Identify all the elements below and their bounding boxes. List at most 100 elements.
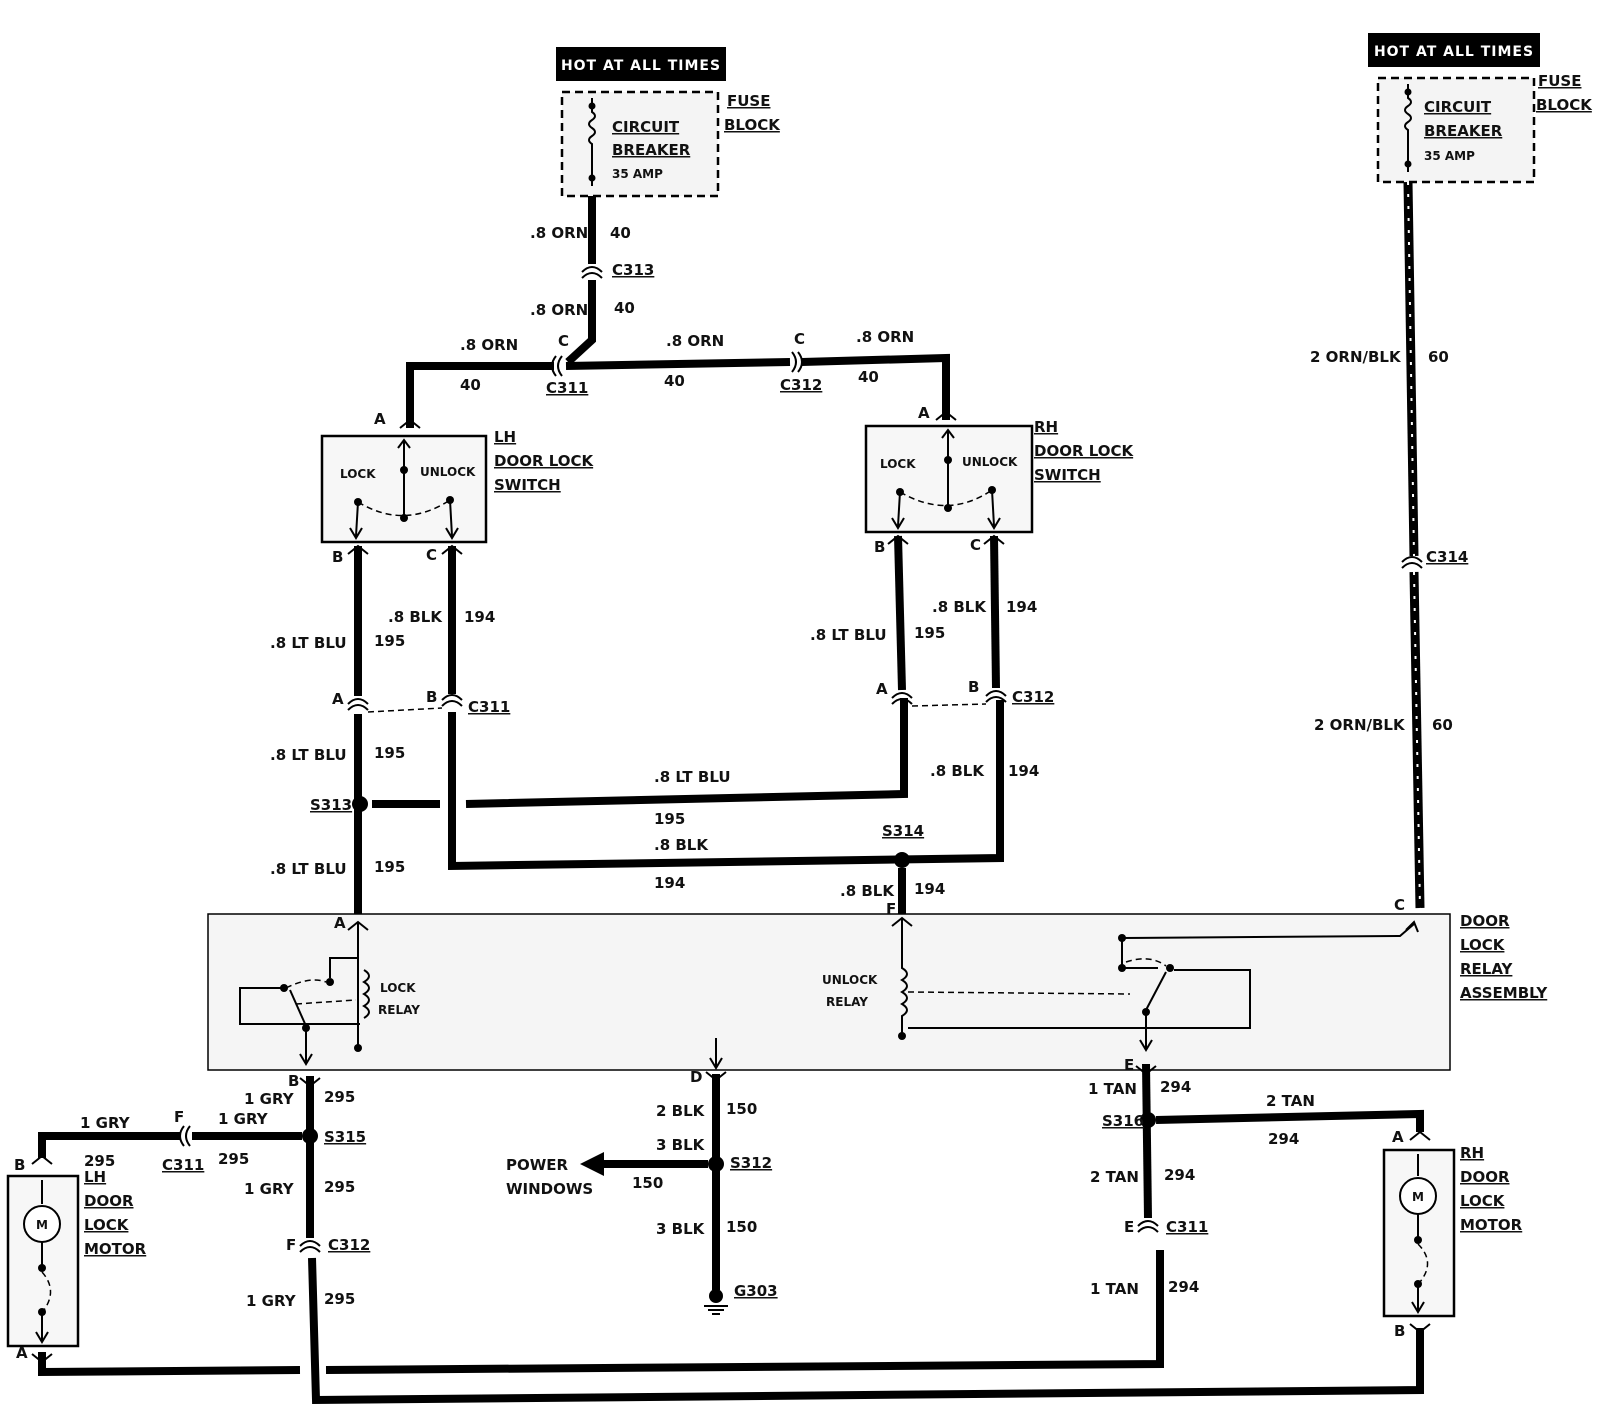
s314-label: S314 [882,822,924,840]
svg-text:DOOR: DOOR [84,1192,134,1210]
c312-low-mark [299,1240,321,1247]
s313-splice [352,796,368,812]
c314-label: C314 [1426,548,1468,566]
c311-low-right-label: C311 [1166,1218,1208,1236]
svg-text:WINDOWS: WINDOWS [506,1180,593,1198]
svg-text:.8 ORN: .8 ORN [856,328,914,346]
rh-door-lock-switch: A LOCK UNLOCK RH DOOR LOCK SWITCH B C [864,404,1135,556]
door-lock-relay-assembly: DOOR LOCK RELAY ASSEMBLY A LOCK RELAY F … [207,900,1548,1071]
svg-text:294: 294 [1164,1166,1195,1184]
svg-text:1 GRY: 1 GRY [246,1292,297,1310]
svg-text:DOOR LOCK: DOOR LOCK [1034,442,1135,460]
svg-text:F: F [886,900,896,918]
c314-connector-mark [1401,556,1423,563]
svg-text:B: B [874,538,885,556]
svg-text:40: 40 [460,376,481,394]
left-hot-badge [556,47,726,81]
svg-text:POWER: POWER [506,1156,569,1174]
left-breaker-element [588,98,596,186]
right-breaker-element [1404,84,1412,172]
svg-text:LH: LH [84,1168,106,1186]
svg-text:B: B [426,688,437,706]
svg-text:LOCK: LOCK [1460,936,1506,954]
svg-text:DOOR LOCK: DOOR LOCK [494,452,595,470]
s315-label: S315 [324,1128,366,1146]
right-breaker-label-2: BREAKER [1424,122,1503,140]
right-breaker-rating: 35 AMP [1424,149,1475,163]
lock-relay-coil [362,969,370,1019]
right-breaker-label-1: CIRCUIT [1424,98,1492,116]
svg-text:.8 ORN: .8 ORN [530,224,588,242]
svg-text:SWITCH: SWITCH [494,476,561,494]
left-fuse-block: HOT AT ALL TIMES CIRCUIT BREAKER 35 AMP … [556,47,781,198]
svg-text:A: A [332,690,344,708]
left-breaker-label-1: CIRCUIT [612,118,680,136]
svg-text:F: F [174,1108,184,1126]
svg-text:RELAY: RELAY [826,995,868,1009]
ground-icon [709,1289,723,1303]
svg-text:195: 195 [654,810,685,828]
rh-lock-label: LOCK [880,457,916,471]
svg-text:B: B [332,548,343,566]
svg-text:.8 BLK: .8 BLK [840,882,895,900]
c311-low-right-mark [1137,1220,1159,1227]
c311-mid-label: C311 [468,698,510,716]
svg-text:1 GRY: 1 GRY [218,1110,269,1128]
svg-text:194: 194 [654,874,685,892]
c312-top-mark [791,351,797,373]
svg-text:294: 294 [1268,1130,1299,1148]
svg-text:60: 60 [1428,348,1449,366]
power-windows-arrow [580,1152,604,1176]
svg-text:295: 295 [84,1152,115,1170]
unlock-relay-coil [900,918,908,1036]
svg-text:2 BLK: 2 BLK [656,1102,706,1120]
svg-text:294: 294 [1160,1078,1191,1096]
svg-text:RH: RH [1034,418,1058,436]
lh-unlock-label: UNLOCK [420,465,476,479]
svg-text:SWITCH: SWITCH [1034,466,1101,484]
svg-text:E: E [1124,1056,1134,1074]
svg-text:194: 194 [914,880,945,898]
svg-text:M: M [36,1218,48,1232]
svg-text:RELAY: RELAY [378,1003,420,1017]
svg-text:40: 40 [610,224,631,242]
svg-text:295: 295 [324,1178,355,1196]
svg-text:.8 ORN: .8 ORN [530,301,588,319]
left-fuse-block-label-1: FUSE [727,92,770,110]
svg-text:A: A [876,680,888,698]
svg-text:295: 295 [218,1150,249,1168]
s315-splice [302,1128,318,1144]
svg-text:1 GRY: 1 GRY [244,1180,295,1198]
svg-text:.8 ORN: .8 ORN [460,336,518,354]
svg-text:1 TAN: 1 TAN [1088,1080,1137,1098]
svg-text:60: 60 [1432,716,1453,734]
c312-top-label: C312 [780,376,822,394]
svg-text:.8 BLK: .8 BLK [388,608,443,626]
svg-text:B: B [1394,1322,1405,1340]
svg-text:B: B [288,1072,299,1090]
rh-switch-wires: .8 LT BLU 195 .8 BLK 194 A B C312 .8 BLK… [810,534,1054,918]
svg-text:C: C [558,332,569,350]
svg-text:C: C [1394,896,1405,914]
lh-door-lock-motor: M LH DOOR LOCK MOTOR A [6,1154,1164,1377]
c311-low-left-mark [185,1125,191,1147]
svg-text:MOTOR: MOTOR [84,1240,147,1258]
c311-top-mark [551,355,557,377]
ground-circuit: D 2 BLK 150 S312 3 BLK 150 POWER WINDOWS… [506,1068,778,1315]
svg-text:A: A [374,410,386,428]
svg-text:LOCK: LOCK [1460,1192,1506,1210]
svg-text:.8 LT BLU: .8 LT BLU [270,860,347,878]
lh-door-lock-switch: A LOCK UNLOCK LH DOOR LOCK SWITCH B C [320,410,595,566]
svg-text:DOOR: DOOR [1460,912,1510,930]
svg-text:.8 LT BLU: .8 LT BLU [654,768,731,786]
svg-text:ASSEMBLY: ASSEMBLY [1460,984,1548,1002]
svg-text:.8 LT BLU: .8 LT BLU [810,626,887,644]
svg-text:.8 ORN: .8 ORN [666,332,724,350]
svg-text:150: 150 [726,1218,757,1236]
s312-label: S312 [730,1154,772,1172]
gry-circuit: B 1 GRY 295 S315 1 GRY 295 F C311 1 GRY … [14,1072,1424,1405]
right-hot-label: HOT AT ALL TIMES [1374,44,1534,60]
svg-text:C: C [970,536,981,554]
left-fuse-block-label-2: BLOCK [724,116,781,134]
